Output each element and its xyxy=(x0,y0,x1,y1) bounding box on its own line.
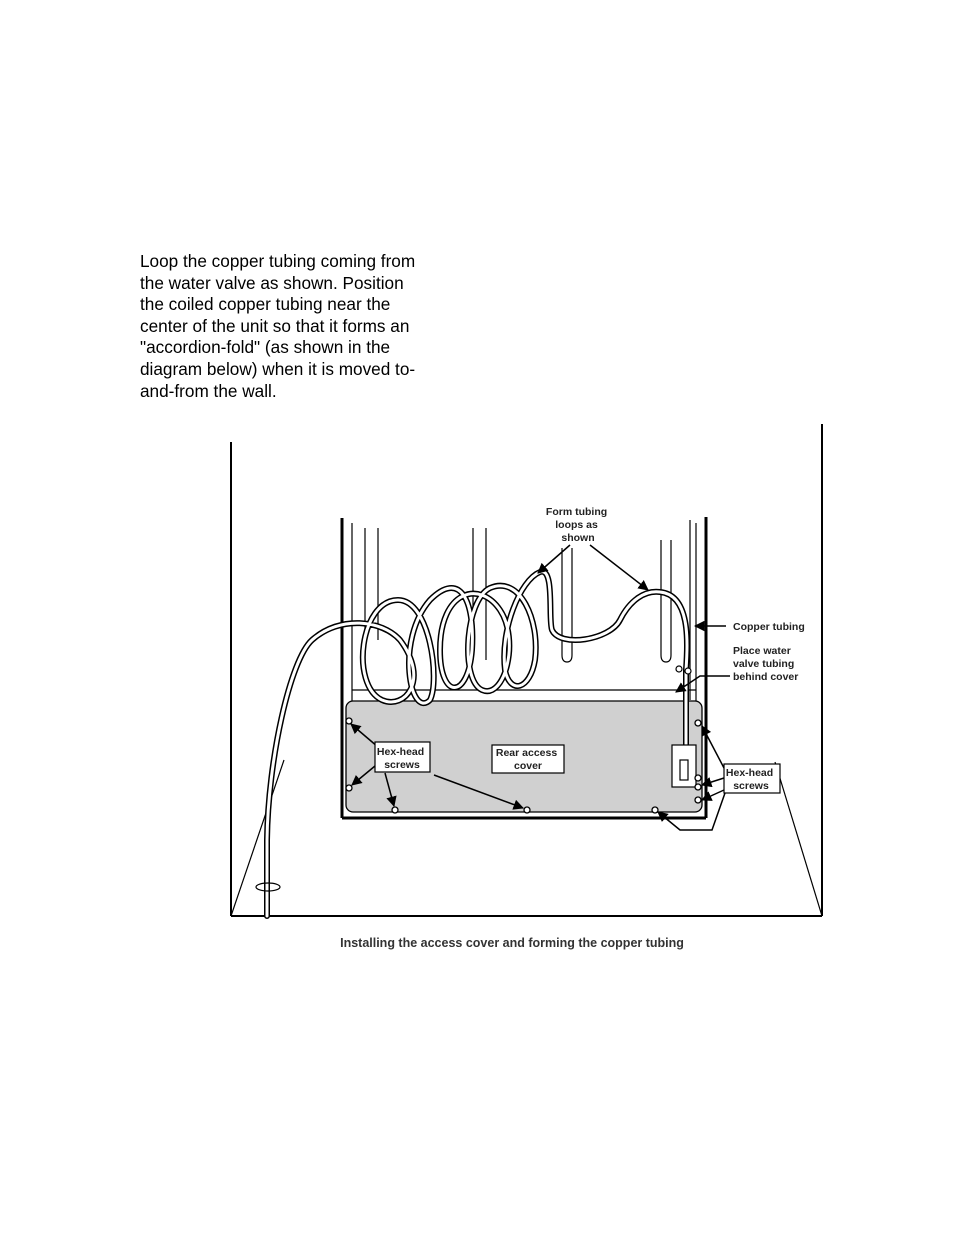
label-boxes xyxy=(374,741,781,794)
label-hex-head-left: Hex-head screws xyxy=(377,746,427,771)
callout-arrows xyxy=(350,544,730,831)
instruction-line: the water valve as shown. Position xyxy=(140,272,404,293)
instruction-line: center of the unit so that it forms an xyxy=(140,315,410,336)
label-rear-access-cover: Rear access cover xyxy=(496,747,560,772)
label-copper-tubing: Copper tubing xyxy=(733,621,805,633)
instruction-line: diagram below) when it is moved to- xyxy=(140,358,416,379)
label-hex-head-right: Hex-head screws xyxy=(726,767,776,792)
copper-tubing xyxy=(255,568,690,919)
hex-head-screws xyxy=(345,717,702,814)
instruction-line: Loop the copper tubing coming from xyxy=(140,251,416,271)
room-outline xyxy=(230,424,823,917)
instruction-text: Loop the copper tubing coming from the w… xyxy=(140,251,450,402)
instruction-line: "accordion-fold" (as shown in the xyxy=(140,337,391,358)
unit-cabinet xyxy=(340,517,708,820)
figure-caption: Installing the access cover and forming … xyxy=(340,936,684,950)
label-form-tubing: Form tubing loops as shown xyxy=(546,506,610,544)
instruction-line: the coiled copper tubing near the xyxy=(140,294,391,315)
label-place-water-valve: Place water valve tubing behind cover xyxy=(733,645,798,683)
water-valve xyxy=(671,665,697,788)
instruction-line: and-from the wall. xyxy=(140,380,277,401)
